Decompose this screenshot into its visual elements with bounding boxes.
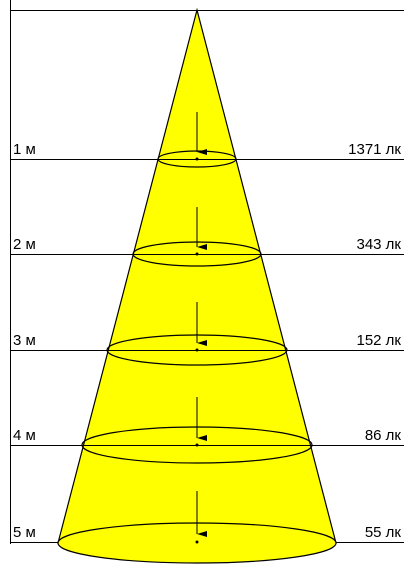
level-5-marker: [10, 491, 404, 544]
illuminance-label-4: 86 лк: [365, 427, 402, 444]
level-3-marker: [10, 302, 404, 366]
distance-label-3: 3 м: [13, 332, 36, 349]
distance-label-4: 4 м: [13, 427, 36, 444]
distance-label-2: 2 м: [13, 236, 36, 253]
illuminance-label-3: 152 лк: [356, 332, 401, 349]
illuminance-label-2: 343 лк: [356, 236, 401, 253]
level-1-marker: [10, 112, 404, 168]
level-4-marker: [10, 397, 404, 464]
illuminance-label-5: 55 лк: [365, 524, 402, 541]
illuminance-label-1: 1371 лк: [348, 141, 401, 158]
distance-label-5: 5 м: [13, 524, 36, 541]
distance-label-1: 1 м: [13, 141, 36, 158]
level-2-marker: [10, 207, 404, 267]
